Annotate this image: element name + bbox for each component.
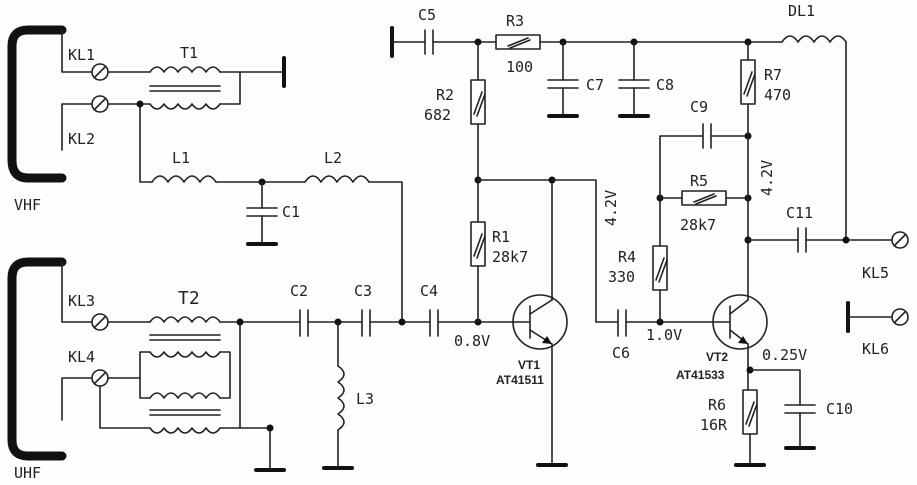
resistor-r4 xyxy=(652,197,668,323)
transistor-vt1 xyxy=(512,294,568,467)
capacitor-c6 xyxy=(617,309,627,337)
label-kl2: KL2 xyxy=(68,130,95,148)
label-v-base2: 1.0V xyxy=(646,326,682,344)
terminal-kl6 xyxy=(846,301,909,333)
label-c2: C2 xyxy=(290,282,308,300)
vhf-antenna xyxy=(7,25,67,183)
label-r4: R4 xyxy=(618,248,636,266)
terminal-kl3 xyxy=(91,313,109,331)
label-v-base1: 0.8V xyxy=(454,332,490,350)
capacitor-c7 xyxy=(547,41,579,118)
resistor-r3 xyxy=(495,34,541,50)
inductor-dl1 xyxy=(781,35,847,43)
label-c6: C6 xyxy=(612,344,630,362)
label-c10: C10 xyxy=(826,400,853,418)
resistor-r6 xyxy=(734,389,766,467)
label-c4: C4 xyxy=(420,282,438,300)
label-vt1-type: AT41511 xyxy=(496,373,544,387)
label-c11: C11 xyxy=(786,204,813,222)
label-v-col1: 4.2V xyxy=(602,190,620,226)
terminal-kl1 xyxy=(91,63,109,81)
label-vhf: VHF xyxy=(14,196,41,214)
label-r5-val: 28k7 xyxy=(680,216,716,234)
inductor-l2 xyxy=(304,175,370,183)
capacitor-c5 xyxy=(390,26,497,58)
label-c7: C7 xyxy=(586,76,604,94)
label-r7-val: 470 xyxy=(764,86,791,104)
terminal-kl5 xyxy=(891,231,909,249)
label-uhf: UHF xyxy=(14,464,41,482)
capacitor-c9 xyxy=(659,123,749,199)
uhf-feed xyxy=(61,261,93,421)
wire-kl2-l1 xyxy=(139,103,153,183)
label-dl1: DL1 xyxy=(788,2,815,20)
label-c8: C8 xyxy=(656,76,674,94)
label-kl1: KL1 xyxy=(68,46,95,64)
resistor-r7 xyxy=(740,41,756,297)
label-l2: L2 xyxy=(324,149,342,167)
label-kl4: KL4 xyxy=(68,348,95,366)
terminal-kl4 xyxy=(91,369,109,387)
label-r5: R5 xyxy=(690,172,708,190)
label-r3: R3 xyxy=(506,12,524,30)
label-vt2: VT2 xyxy=(706,350,728,364)
label-t2: T2 xyxy=(178,288,200,309)
label-vt2-type: AT41533 xyxy=(676,368,725,382)
terminal-kl2 xyxy=(91,95,109,113)
label-c9: C9 xyxy=(690,98,708,116)
label-r1: R1 xyxy=(492,228,510,246)
resistor-r5 xyxy=(659,190,749,206)
label-kl3: KL3 xyxy=(68,292,95,310)
label-r3-val: 100 xyxy=(506,58,533,76)
label-r6-val: 16R xyxy=(700,416,728,434)
label-r2: R2 xyxy=(436,86,454,104)
capacitor-c2 xyxy=(299,309,309,337)
inductor-l1 xyxy=(151,175,217,183)
label-v-col2: 4.2V xyxy=(758,160,776,196)
label-r7: R7 xyxy=(764,66,782,84)
capacitor-c8 xyxy=(618,41,650,118)
capacitor-c1 xyxy=(246,181,278,246)
label-r1-val: 28k7 xyxy=(492,248,528,266)
vhf-feed xyxy=(61,29,93,151)
capacitor-c4 xyxy=(429,309,439,337)
label-v-emit2: 0.25V xyxy=(762,346,807,364)
label-l3: L3 xyxy=(356,390,374,408)
capacitor-c10 xyxy=(749,369,816,450)
transformer-t1 xyxy=(107,56,286,110)
label-kl5: KL5 xyxy=(862,264,889,282)
transistor-vt2 xyxy=(712,294,768,391)
uhf-antenna xyxy=(7,257,67,461)
capacitor-c3 xyxy=(361,309,371,337)
capacitor-c11 xyxy=(747,227,885,253)
resistor-r1 xyxy=(470,221,486,323)
inductor-l3 xyxy=(322,321,354,470)
label-vt1: VT1 xyxy=(518,358,540,372)
label-l1: L1 xyxy=(172,149,190,167)
label-r4-val: 330 xyxy=(608,268,635,286)
transformer-t2 xyxy=(99,316,301,472)
label-t1: T1 xyxy=(180,44,198,62)
label-c5: C5 xyxy=(418,6,436,24)
label-c3: C3 xyxy=(354,282,372,300)
label-kl6: KL6 xyxy=(862,340,889,358)
label-r2-val: 682 xyxy=(424,106,451,124)
resistor-r2 xyxy=(470,41,486,223)
label-r6: R6 xyxy=(708,396,726,414)
label-c1: C1 xyxy=(282,203,300,221)
